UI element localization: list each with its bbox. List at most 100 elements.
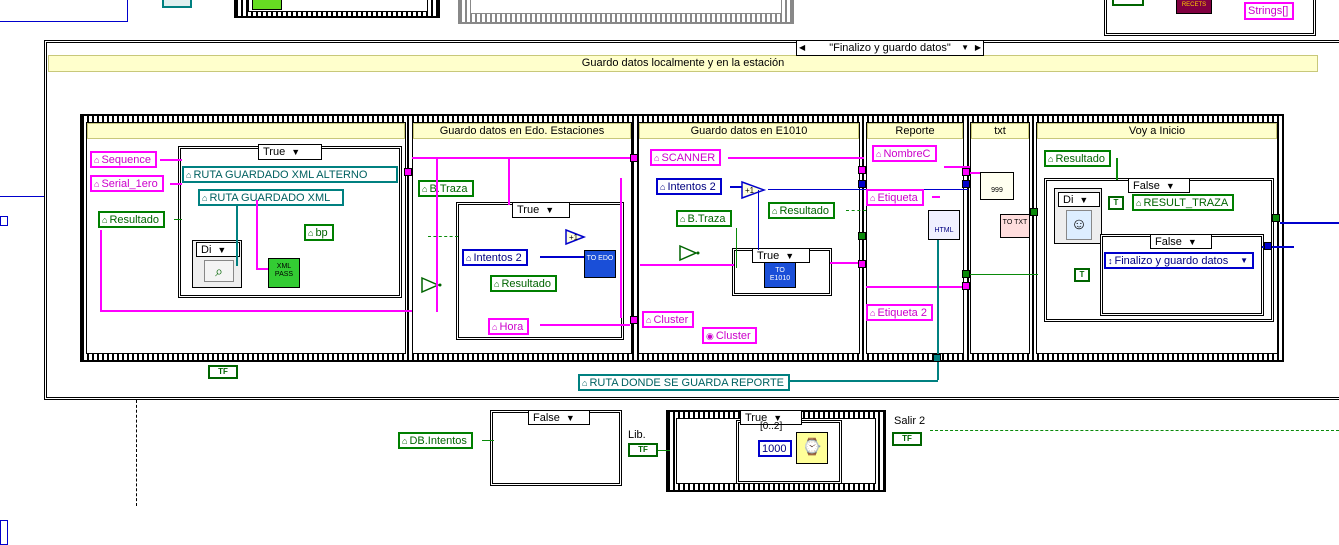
local-variable-icon: ⌂ [494,279,500,289]
bool-constant-2[interactable]: T [1074,268,1090,282]
tunnel-pink-6 [962,168,970,176]
bool-tf-salir[interactable]: TF [892,432,922,446]
not-gate-icon-2 [678,244,700,262]
wire-nombrec [944,166,970,168]
sequence-label[interactable]: ⌂Sequence [90,151,157,168]
finalizo-enum[interactable]: ↕Finalizo y guardo datos ▼ [1104,252,1254,269]
chevron-down-icon[interactable]: ▼ [565,413,575,423]
bottom-case-2-selector[interactable]: True▼ [740,410,802,425]
local-variable-icon: ⌂ [466,253,472,263]
local-variable-icon: ⌂ [646,315,652,325]
scanner-label-text: SCANNER [661,152,716,164]
left-blue-wire [0,196,46,197]
local-variable-icon: ⌂ [94,155,100,165]
intentos-label-2[interactable]: ⌂Intentos 2 [656,178,722,195]
bp-label[interactable]: ⌂bp [304,224,334,241]
cluster-out-label[interactable]: ◉Cluster [702,327,757,344]
frame-3-case-selector[interactable]: True▼ [752,248,810,263]
ruta-tunnel [933,354,941,362]
local-variable-icon: ⌂ [202,193,208,203]
tunnel-pink-2 [630,154,638,162]
resultado-label-3-text: Resultado [779,205,829,217]
cluster-in-label[interactable]: ⌂Cluster [642,311,695,328]
chevron-down-icon[interactable]: ▼ [1240,256,1248,265]
globe-icon: ◉ [706,331,714,341]
di-selector-2[interactable]: Di▼ [1058,192,1100,207]
chevron-down-icon[interactable]: ▼ [217,245,227,255]
tunnel-green-3 [1030,208,1038,216]
wire-frame4-low [866,286,970,288]
main-case-header: Guardo datos localmente y en la estación [48,55,1318,72]
selector-dropdown-arrow[interactable]: ▼ [961,43,969,52]
bool-tf-main[interactable]: TF [208,365,238,379]
db-intentos-label[interactable]: ⌂DB.Intentos [398,432,473,449]
selector-next-arrow[interactable]: ▶ [974,43,981,52]
frame-6-inner-selector[interactable]: False▼ [1150,234,1212,249]
frame-1-header [87,123,405,139]
tunnel-blue-2 [962,180,970,188]
format-string-vi[interactable]: 999 [980,172,1014,200]
chevron-down-icon[interactable]: ▼ [545,205,555,215]
xml-pass-vi[interactable]: XML PASS [268,258,300,288]
etiqueta-label[interactable]: ⌂Etiqueta [866,189,924,206]
salir-label: Salir 2 [894,415,926,427]
not-gate-icon [421,276,442,294]
bool-constant-1[interactable]: T [1108,196,1124,210]
resultado-label-4[interactable]: ⌂Resultado [1044,150,1111,167]
frame-6-header: Voy a Inicio [1037,123,1277,139]
btraza-label-1[interactable]: ⌂B.Traza [418,180,474,197]
scanner-label[interactable]: ⌂SCANNER [650,149,722,166]
selector-prev-arrow[interactable]: ◀ [799,43,806,52]
hora-label-text: Hora [499,321,524,333]
top-right-bool [1112,0,1144,6]
finalizo-enum-text: Finalizo y guardo datos [1114,255,1229,267]
wire-frame2-vert [436,157,438,312]
intentos-label-1[interactable]: ⌂Intentos 2 [462,249,528,266]
increment-icon: +1 [565,228,587,246]
wire-resultado-1 [174,219,182,220]
to-txt-vi[interactable]: TO TXT [1000,214,1030,238]
chevron-down-icon[interactable]: ▼ [785,251,795,261]
di-selector[interactable]: Di▼ [196,242,240,257]
chevron-down-icon[interactable]: ▼ [1165,181,1175,191]
resultado-label-3[interactable]: ⌂Resultado [768,202,835,219]
to-edo-vi[interactable]: TO EDO [584,250,616,278]
compare-vi-icon: ⌕ [204,260,234,282]
resultado-label-2-text: Resultado [501,278,551,290]
resultado-label-2[interactable]: ⌂Resultado [490,275,557,292]
to-e1010-vi[interactable]: TO E1010 [764,262,796,288]
not-gate-icon [679,244,700,262]
frame-1-case-selector[interactable]: True▼ [258,144,322,160]
local-variable-icon: ⌂ [660,182,666,192]
bottom-case-1-selector[interactable]: False▼ [528,410,590,425]
hora-label[interactable]: ⌂Hora [488,318,530,335]
bool-tf-lib[interactable]: TF [628,443,658,457]
etiqueta2-label[interactable]: ⌂Etiqueta 2 [866,304,933,321]
frame-2-case-selector[interactable]: True▼ [512,202,570,218]
result-traza-label[interactable]: ⌂RESULT_TRAZA [1132,194,1235,211]
nombrec-label[interactable]: ⌂NombreC [872,145,937,162]
html-report-vi[interactable]: HTML [928,210,960,240]
local-variable-icon: ⌂ [870,193,876,203]
top-small-icon [162,0,192,8]
wait-ms-constant[interactable]: 1000 [758,440,793,457]
ruta-xml-label[interactable]: ⌂RUTA GUARDADO XML [198,189,344,206]
chevron-down-icon[interactable]: ▼ [1187,237,1197,247]
user-icon: ☺ [1066,210,1092,240]
strings-array-label[interactable]: Strings[] [1244,2,1295,20]
serial-label[interactable]: ⌂Serial_1ero [90,175,164,192]
tunnel-green-4 [1272,214,1280,222]
svg-text:+1: +1 [569,233,579,242]
enum-icon: ↕ [1108,256,1113,266]
wire-resultado-3 [846,210,866,211]
main-case-selector[interactable]: ◀ "Finalizo y guardo datos" ▼ ▶ [796,40,984,56]
frame-6-outer-selector[interactable]: False▼ [1128,178,1190,193]
btraza-label-2[interactable]: ⌂B.Traza [676,210,732,227]
ruta-xml-alterno-label[interactable]: ⌂RUTA GUARDADO XML ALTERNO [182,166,398,183]
chevron-down-icon[interactable]: ▼ [1079,195,1089,205]
resultado-label-1[interactable]: ⌂Resultado [98,211,165,228]
chevron-down-icon[interactable]: ▼ [291,147,301,157]
chevron-down-icon[interactable]: ▼ [773,413,783,423]
local-variable-icon: ⌂ [94,179,100,189]
ruta-reporte-label[interactable]: ⌂RUTA DONDE SE GUARDA REPORTE [578,374,791,391]
